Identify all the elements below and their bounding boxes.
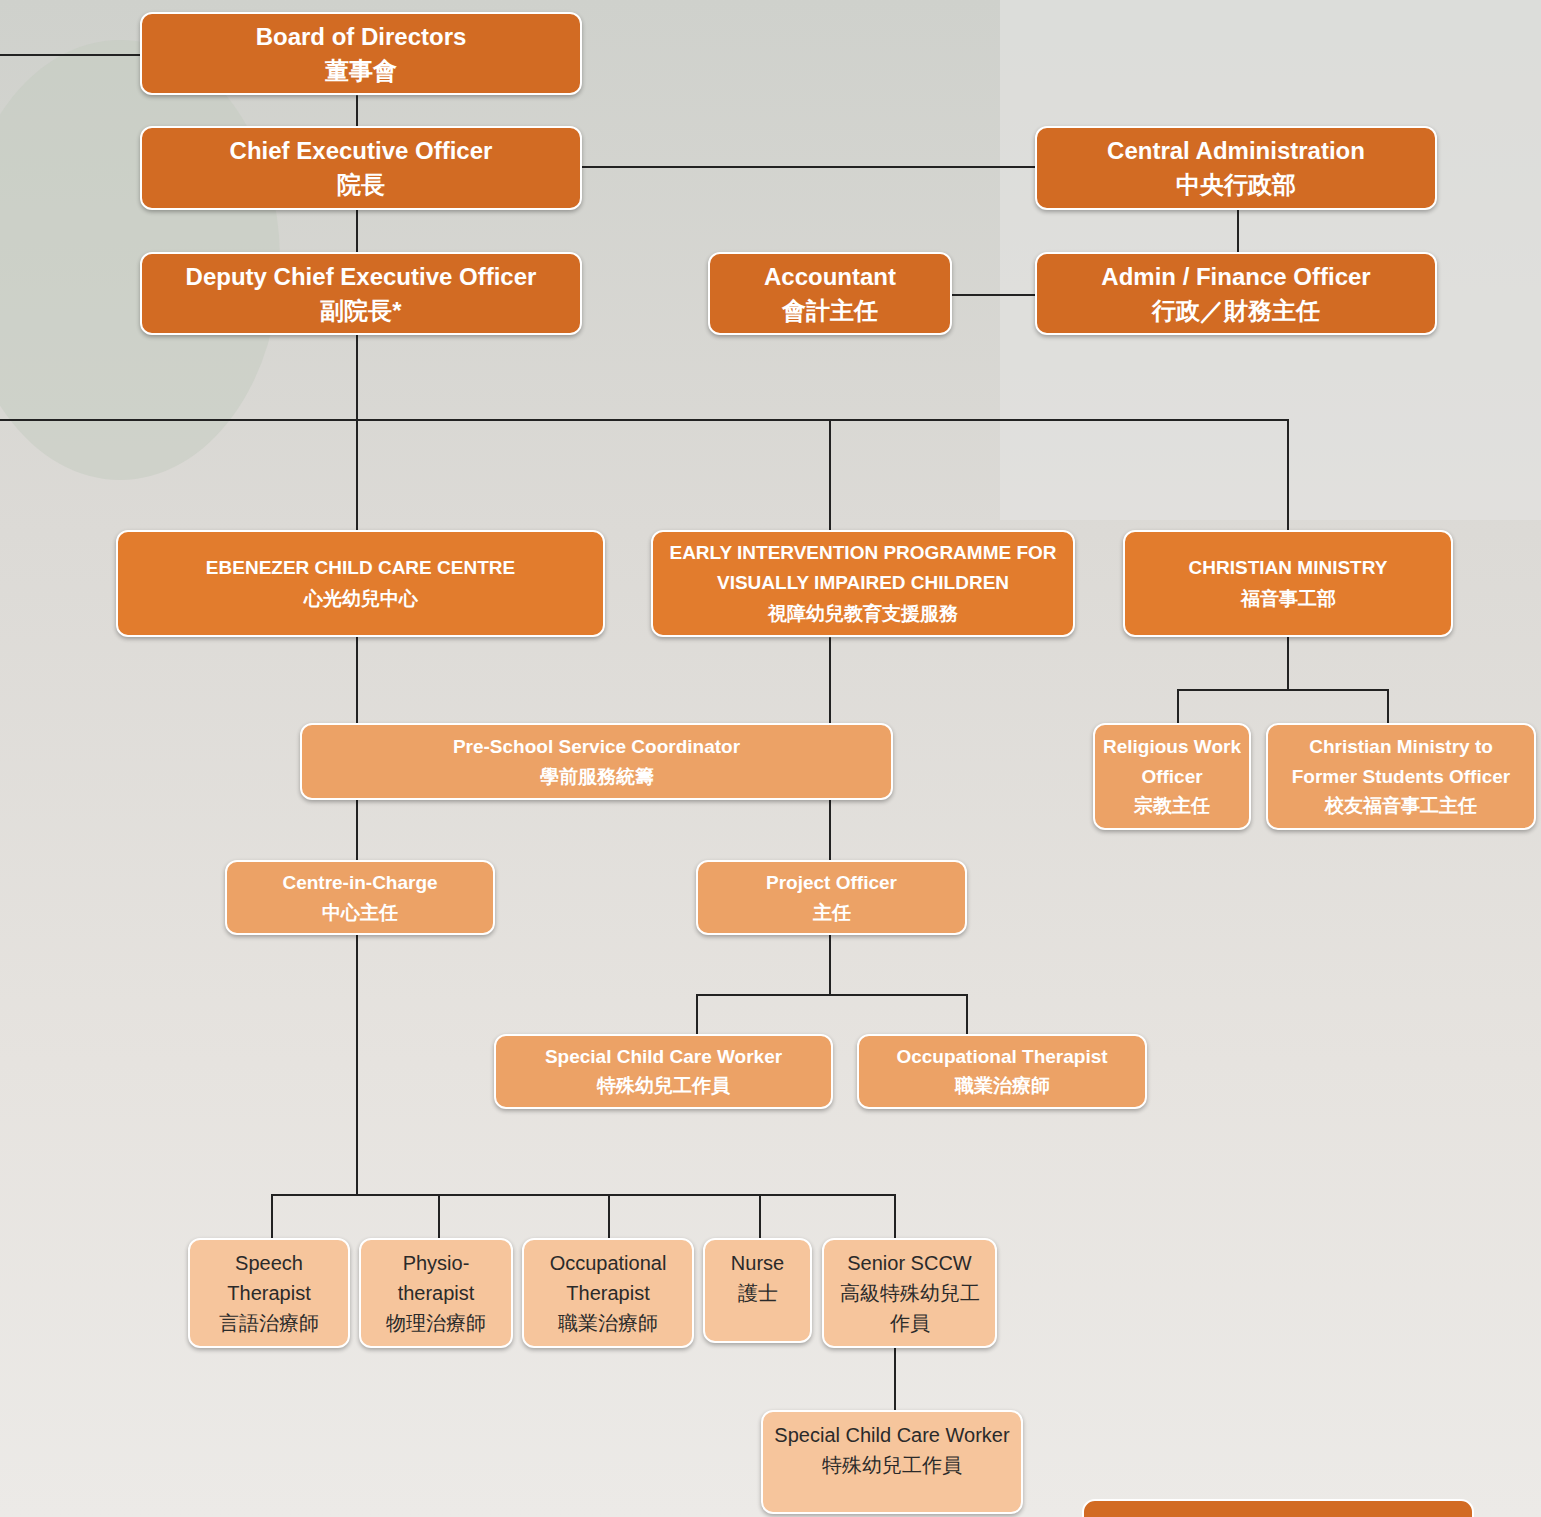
- node-title: EARLY INTERVENTION PROGRAMME FOR VISUALL…: [663, 538, 1063, 599]
- node-subtitle: 中央行政部: [1176, 168, 1296, 202]
- connector-line: [582, 166, 1035, 168]
- staff-box: Special Child Care Worker特殊幼兒工作員: [761, 1410, 1023, 1514]
- officer-box: Christian Ministry to Former Students Of…: [1266, 723, 1536, 830]
- offpage-line: [0, 419, 357, 421]
- node-title: Senior SCCW: [847, 1248, 971, 1278]
- officer-box: Centre-in-Charge中心主任: [225, 860, 495, 935]
- connector-line: [357, 935, 439, 1238]
- connector-line: [1237, 210, 1239, 252]
- node-subtitle: 高級特殊幼兒工作員: [832, 1278, 987, 1338]
- node-title: Accountant: [764, 260, 896, 294]
- node-title: Occupational Therapist: [896, 1042, 1107, 1071]
- node-subtitle: 言語治療師: [219, 1308, 319, 1338]
- service-box: EBENEZER CHILD CARE CENTRE心光幼兒中心: [116, 530, 605, 637]
- node-title: Religious Work Officer: [1103, 732, 1241, 791]
- node-title: Deputy Chief Executive Officer: [186, 260, 537, 294]
- node-subtitle: 行政／財務主任: [1152, 294, 1320, 328]
- connector-line: [357, 335, 1288, 530]
- service-box: CHRISTIAN MINISTRY福音事工部: [1123, 530, 1453, 637]
- staff-box: Special Child Care Worker特殊幼兒工作員: [494, 1034, 833, 1109]
- node-subtitle: 學前服務統籌: [540, 762, 654, 791]
- building-shape: [1000, 0, 1541, 520]
- service-box: EARLY INTERVENTION PROGRAMME FOR VISUALL…: [651, 530, 1075, 637]
- node-title: Christian Ministry to Former Students Of…: [1276, 732, 1526, 791]
- offpage-line: [0, 54, 140, 56]
- node-subtitle: 特殊幼兒工作員: [822, 1450, 962, 1480]
- staff-box: Occupational Therapist職業治療師: [522, 1238, 694, 1348]
- node-title: Chief Executive Officer: [230, 134, 493, 168]
- node-title: Special Child Care Worker: [545, 1042, 782, 1071]
- connector-line: [356, 800, 358, 860]
- node-title: CHRISTIAN MINISTRY: [1189, 553, 1388, 583]
- node-subtitle: 副院長*: [320, 294, 401, 328]
- node-subtitle: 心光幼兒中心: [304, 584, 418, 614]
- connector-line: [829, 800, 831, 860]
- executive-box: Deputy Chief Executive Officer副院長*: [140, 252, 582, 335]
- connector-line: [272, 935, 357, 1238]
- staff-box: Physio-therapist物理治療師: [359, 1238, 513, 1348]
- connector-line: [697, 935, 830, 1034]
- node-title: Speech Therapist: [198, 1248, 340, 1308]
- node-title: Nurse: [731, 1248, 784, 1278]
- connector-line: [356, 210, 358, 252]
- node-title: Centre-in-Charge: [282, 868, 437, 897]
- staff-box: Nurse護士: [703, 1238, 812, 1343]
- cut-off-box: [1083, 1500, 1473, 1517]
- node-title: Pre-School Service Coordinator: [453, 732, 740, 761]
- node-title: Physio-therapist: [369, 1248, 503, 1308]
- staff-box: Occupational Therapist職業治療師: [857, 1034, 1147, 1109]
- node-title: Board of Directors: [256, 20, 467, 54]
- connector-line: [1288, 637, 1388, 723]
- node-title: Occupational Therapist: [532, 1248, 684, 1308]
- node-subtitle: 會計主任: [782, 294, 878, 328]
- node-subtitle: 董事會: [325, 54, 397, 88]
- node-subtitle: 物理治療師: [386, 1308, 486, 1338]
- connector-line: [356, 95, 358, 126]
- node-title: Admin / Finance Officer: [1101, 260, 1370, 294]
- node-subtitle: 中心主任: [322, 898, 398, 927]
- node-subtitle: 護士: [738, 1278, 778, 1308]
- node-subtitle: 職業治療師: [955, 1071, 1050, 1100]
- connector-line: [357, 335, 830, 530]
- connector-line: [1178, 637, 1288, 723]
- node-subtitle: 主任: [813, 898, 851, 927]
- connector-line: [830, 935, 967, 1034]
- node-subtitle: 宗教主任: [1134, 791, 1210, 820]
- node-subtitle: 校友福音事工主任: [1325, 791, 1477, 820]
- connector-line: [829, 637, 831, 723]
- node-subtitle: 職業治療師: [558, 1308, 658, 1338]
- executive-box: Chief Executive Officer院長: [140, 126, 582, 210]
- board-box: Board of Directors董事會: [140, 12, 582, 95]
- node-subtitle: 特殊幼兒工作員: [597, 1071, 730, 1100]
- connector-line: [894, 1348, 896, 1410]
- node-title: Project Officer: [766, 868, 897, 897]
- officer-box: Religious Work Officer宗教主任: [1093, 723, 1251, 830]
- officer-box: Project Officer主任: [696, 860, 967, 935]
- officer-box: Admin / Finance Officer行政／財務主任: [1035, 252, 1437, 335]
- staff-box: Speech Therapist言語治療師: [188, 1238, 350, 1348]
- node-title: EBENEZER CHILD CARE CENTRE: [206, 553, 515, 583]
- officer-box: Accountant會計主任: [708, 252, 952, 335]
- node-title: Special Child Care Worker: [774, 1420, 1009, 1450]
- node-subtitle: 院長: [337, 168, 385, 202]
- staff-box: Senior SCCW高級特殊幼兒工作員: [822, 1238, 997, 1348]
- node-title: Central Administration: [1107, 134, 1365, 168]
- node-subtitle: 福音事工部: [1241, 584, 1336, 614]
- connector-line: [357, 935, 895, 1238]
- connector-line: [356, 637, 358, 723]
- node-subtitle: 視障幼兒教育支援服務: [768, 599, 958, 629]
- coordinator-box: Pre-School Service Coordinator學前服務統籌: [300, 723, 893, 800]
- department-box: Central Administration中央行政部: [1035, 126, 1437, 210]
- connector-line: [952, 294, 1035, 296]
